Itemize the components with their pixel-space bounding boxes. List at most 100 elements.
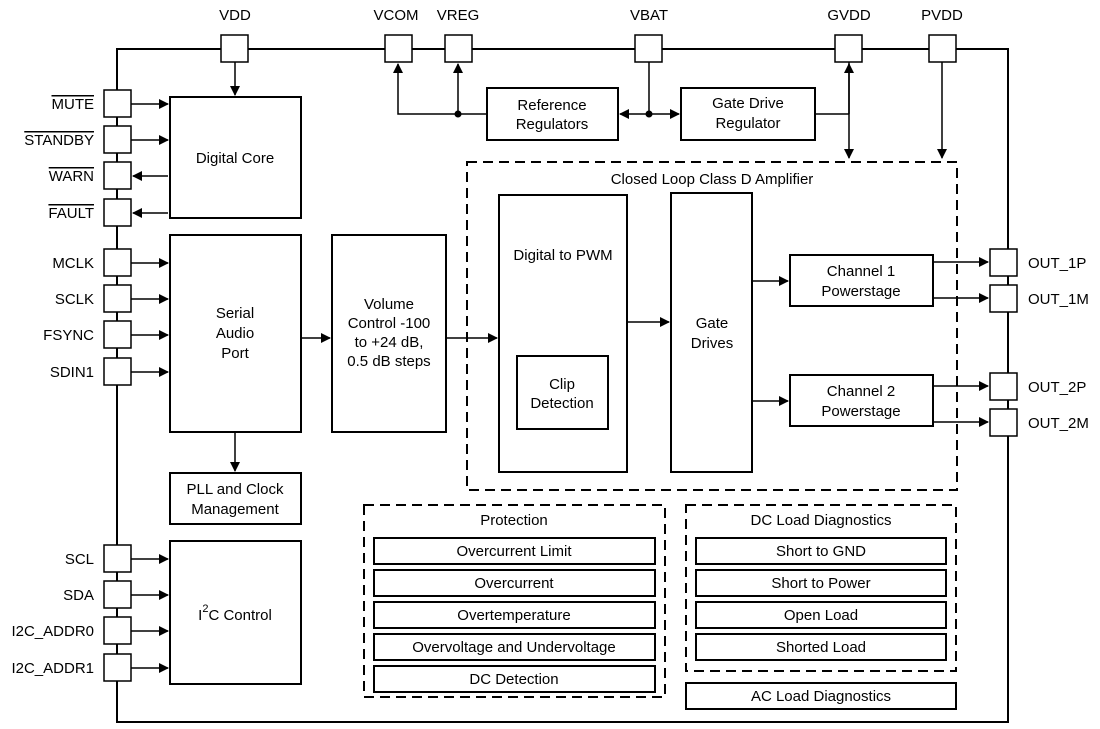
protection-item-label: Overvoltage and Undervoltage xyxy=(412,639,615,656)
i2c-control-block xyxy=(169,540,302,685)
protection-item xyxy=(373,537,656,565)
junction-dot xyxy=(454,110,462,118)
pin-sdin1 xyxy=(103,357,132,386)
channel2-powerstage-block xyxy=(789,374,934,427)
pin-mute xyxy=(103,89,132,118)
dc-diag-item-label: Open Load xyxy=(784,607,858,624)
scl-label: SCL xyxy=(65,551,94,568)
pin-fault xyxy=(103,198,132,227)
ac-load-diagnostics-block xyxy=(685,682,957,710)
sda-label: SDA xyxy=(63,587,94,604)
pin-vbat xyxy=(634,34,663,63)
vbat-label: VBAT xyxy=(630,7,668,24)
pin-standby xyxy=(103,125,132,154)
dc-load-diagnostics-region xyxy=(685,504,957,672)
pll-line1: PLL and Clock xyxy=(186,481,284,498)
volume-line3: to +24 dB, xyxy=(355,334,424,351)
gate-drives-block xyxy=(670,192,753,473)
volume-control-block xyxy=(331,234,447,433)
pin-out-1p xyxy=(989,248,1018,277)
pvdd-label: PVDD xyxy=(921,7,963,24)
dc-diag-item-label: Shorted Load xyxy=(776,639,866,656)
channel2-line1: Channel 2 xyxy=(827,383,895,400)
junction-dot xyxy=(645,110,653,118)
channel2-line2: Powerstage xyxy=(821,403,900,420)
vcom-label: VCOM xyxy=(374,7,419,24)
dc-diag-item-label: Short to Power xyxy=(771,575,870,592)
serial-audio-port-block xyxy=(169,234,302,433)
protection-item xyxy=(373,633,656,661)
serial-audio-port-line1: Serial xyxy=(216,305,254,322)
dc-load-diagnostics-title: DC Load Diagnostics xyxy=(751,512,892,529)
pin-out-2m xyxy=(989,408,1018,437)
ref-reg-line2: Regulators xyxy=(516,116,589,133)
dc-diag-item xyxy=(695,633,947,661)
pin-out-2p xyxy=(989,372,1018,401)
serial-audio-port-line3: Port xyxy=(221,345,249,362)
pin-sclk xyxy=(103,284,132,313)
ac-load-diagnostics-label: AC Load Diagnostics xyxy=(751,688,891,705)
sdin1-label: SDIN1 xyxy=(50,364,94,381)
pin-out-1m xyxy=(989,284,1018,313)
vreg-label: VREG xyxy=(437,7,480,24)
amplifier-title: Closed Loop Class D Amplifier xyxy=(611,171,814,188)
protection-region xyxy=(363,504,666,698)
out-1m-label: OUT_1M xyxy=(1028,291,1089,308)
protection-item xyxy=(373,665,656,693)
pin-vreg xyxy=(444,34,473,63)
clip-detection-block xyxy=(516,355,609,430)
clip-detection-line2: Detection xyxy=(530,395,593,412)
protection-item xyxy=(373,601,656,629)
channel1-line1: Channel 1 xyxy=(827,263,895,280)
protection-item-label: Overcurrent Limit xyxy=(456,543,572,560)
protection-title: Protection xyxy=(480,512,548,529)
digital-core-block xyxy=(169,96,302,219)
pin-vdd xyxy=(220,34,249,63)
protection-item-label: Overtemperature xyxy=(457,607,570,624)
sclk-label: SCLK xyxy=(55,291,94,308)
pin-sda xyxy=(103,580,132,609)
protection-item-label: Overcurrent xyxy=(474,575,554,592)
volume-line4: 0.5 dB steps xyxy=(347,353,430,370)
pin-fsync xyxy=(103,320,132,349)
digital-to-pwm-label: Digital to PWM xyxy=(513,247,612,264)
digital-to-pwm-block xyxy=(498,194,628,473)
pll-line2: Management xyxy=(191,501,279,518)
out-2p-label: OUT_2P xyxy=(1028,379,1086,396)
gate-drive-regulator-block xyxy=(680,87,816,141)
dc-diag-item xyxy=(695,537,947,565)
gate-drives-line2: Drives xyxy=(691,335,734,352)
out-1p-label: OUT_1P xyxy=(1028,255,1086,272)
right-pins: OUT_1P OUT_1M OUT_2P OUT_2M xyxy=(989,248,1089,437)
i2c-control-label: I2C Control xyxy=(198,603,272,624)
standby-label: STANDBY xyxy=(24,132,94,149)
fsync-label: FSYNC xyxy=(43,327,94,344)
pin-pvdd xyxy=(928,34,957,63)
i2c-addr0-label: I2C_ADDR0 xyxy=(11,623,94,640)
volume-line2: Control -100 xyxy=(348,315,431,332)
top-pins: VDD VCOM VREG VBAT GVDD PVDD xyxy=(219,7,963,63)
pin-warn xyxy=(103,161,132,190)
gate-drives-line1: Gate xyxy=(696,315,729,332)
pin-i2c-addr0 xyxy=(103,616,132,645)
left-pins: MUTE STANDBY WARN FAULT MCLK SCLK FSYNC … xyxy=(11,89,132,682)
protection-item xyxy=(373,569,656,597)
gvdd-label: GVDD xyxy=(827,7,871,24)
gate-drive-reg-line1: Gate Drive xyxy=(712,95,784,112)
out-2m-label: OUT_2M xyxy=(1028,415,1089,432)
pin-mclk xyxy=(103,248,132,277)
channel1-powerstage-block xyxy=(789,254,934,307)
dc-diag-item-label: Short to GND xyxy=(776,543,866,560)
vdd-label: VDD xyxy=(219,7,251,24)
digital-core-label: Digital Core xyxy=(196,150,274,167)
dc-diag-item xyxy=(695,569,947,597)
mclk-label: MCLK xyxy=(52,255,94,272)
dc-diag-item xyxy=(695,601,947,629)
warn-label: WARN xyxy=(49,168,94,185)
pin-i2c-addr1 xyxy=(103,653,132,682)
line-ref-vcom xyxy=(393,63,487,115)
volume-line1: Volume xyxy=(364,296,414,313)
channel1-line2: Powerstage xyxy=(821,283,900,300)
serial-audio-port-line2: Audio xyxy=(216,325,254,342)
